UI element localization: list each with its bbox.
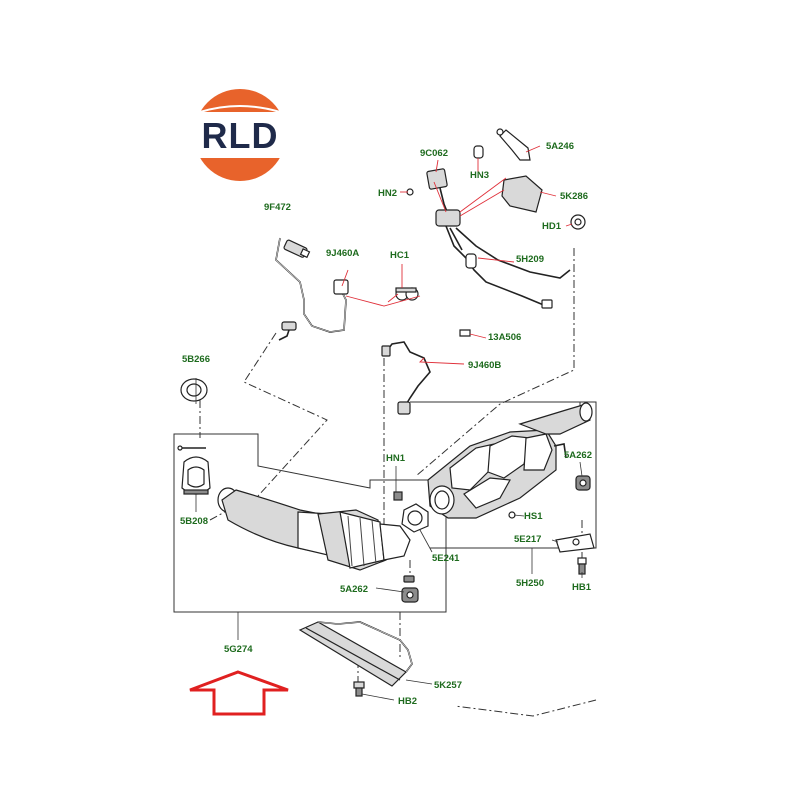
- label-5e217: 5E217: [514, 534, 541, 545]
- front-pipe-5g274: [217, 487, 411, 571]
- label-9f472: 9F472: [264, 202, 291, 213]
- hanger-5a262-lower: [401, 575, 419, 603]
- label-hb2: HB2: [398, 696, 417, 707]
- label-9j460a: 9J460A: [326, 248, 359, 259]
- label-5a262-right: 5A262: [564, 450, 592, 461]
- oxygen-sensor-9j460b: [381, 329, 471, 415]
- label-5a246: 5A246: [546, 141, 574, 152]
- assembly-boxes: [173, 401, 597, 613]
- nut-hn1: [393, 491, 403, 501]
- label-9j460b: 9J460B: [468, 360, 501, 371]
- oxygen-sensor-9f472: [275, 237, 349, 341]
- gasket-5b266: [180, 378, 208, 402]
- label-5b266: 5B266: [182, 354, 210, 365]
- bracket-5e217: [555, 533, 595, 553]
- up-arrow-outline-icon: [189, 670, 289, 716]
- rld-logo: RLD: [190, 89, 290, 181]
- label-13a506: 13A506: [488, 332, 521, 343]
- label-5h209: 5H209: [516, 254, 544, 265]
- clip-hc1: [395, 287, 419, 301]
- label-hc1: HC1: [390, 250, 410, 261]
- label-5h250: 5H250: [516, 578, 544, 589]
- clamp-5b208: [177, 445, 211, 495]
- logo-text: RLD: [202, 115, 279, 156]
- label-5k257: 5K257: [434, 680, 462, 691]
- label-hb1: HB1: [572, 582, 592, 593]
- gasket-5e241: [401, 503, 429, 533]
- label-5k286: 5K286: [560, 191, 588, 202]
- part-labels: 9F472 9J460A HC1 9C062 HN2 HN3 5A246 5K2…: [180, 141, 592, 707]
- leader-lines: [195, 145, 583, 701]
- label-hd1: HD1: [542, 221, 562, 232]
- label-5b208: 5B208: [180, 516, 208, 527]
- heat-shield-5k257: [298, 621, 413, 697]
- label-5e241: 5E241: [432, 553, 460, 564]
- catalyst-5h250: [427, 402, 593, 519]
- bolt-hb1: [577, 557, 587, 575]
- label-9c062: 9C062: [420, 148, 448, 159]
- label-5g274: 5G274: [224, 644, 253, 655]
- hanger-5a262-right: [575, 475, 591, 491]
- label-hn3: HN3: [470, 170, 489, 181]
- label-hn1: HN1: [386, 453, 406, 464]
- label-hn2: HN2: [378, 188, 397, 199]
- harness-assembly: [406, 128, 586, 309]
- label-hs1: HS1: [524, 511, 543, 522]
- label-5a262-lower: 5A262: [340, 584, 368, 595]
